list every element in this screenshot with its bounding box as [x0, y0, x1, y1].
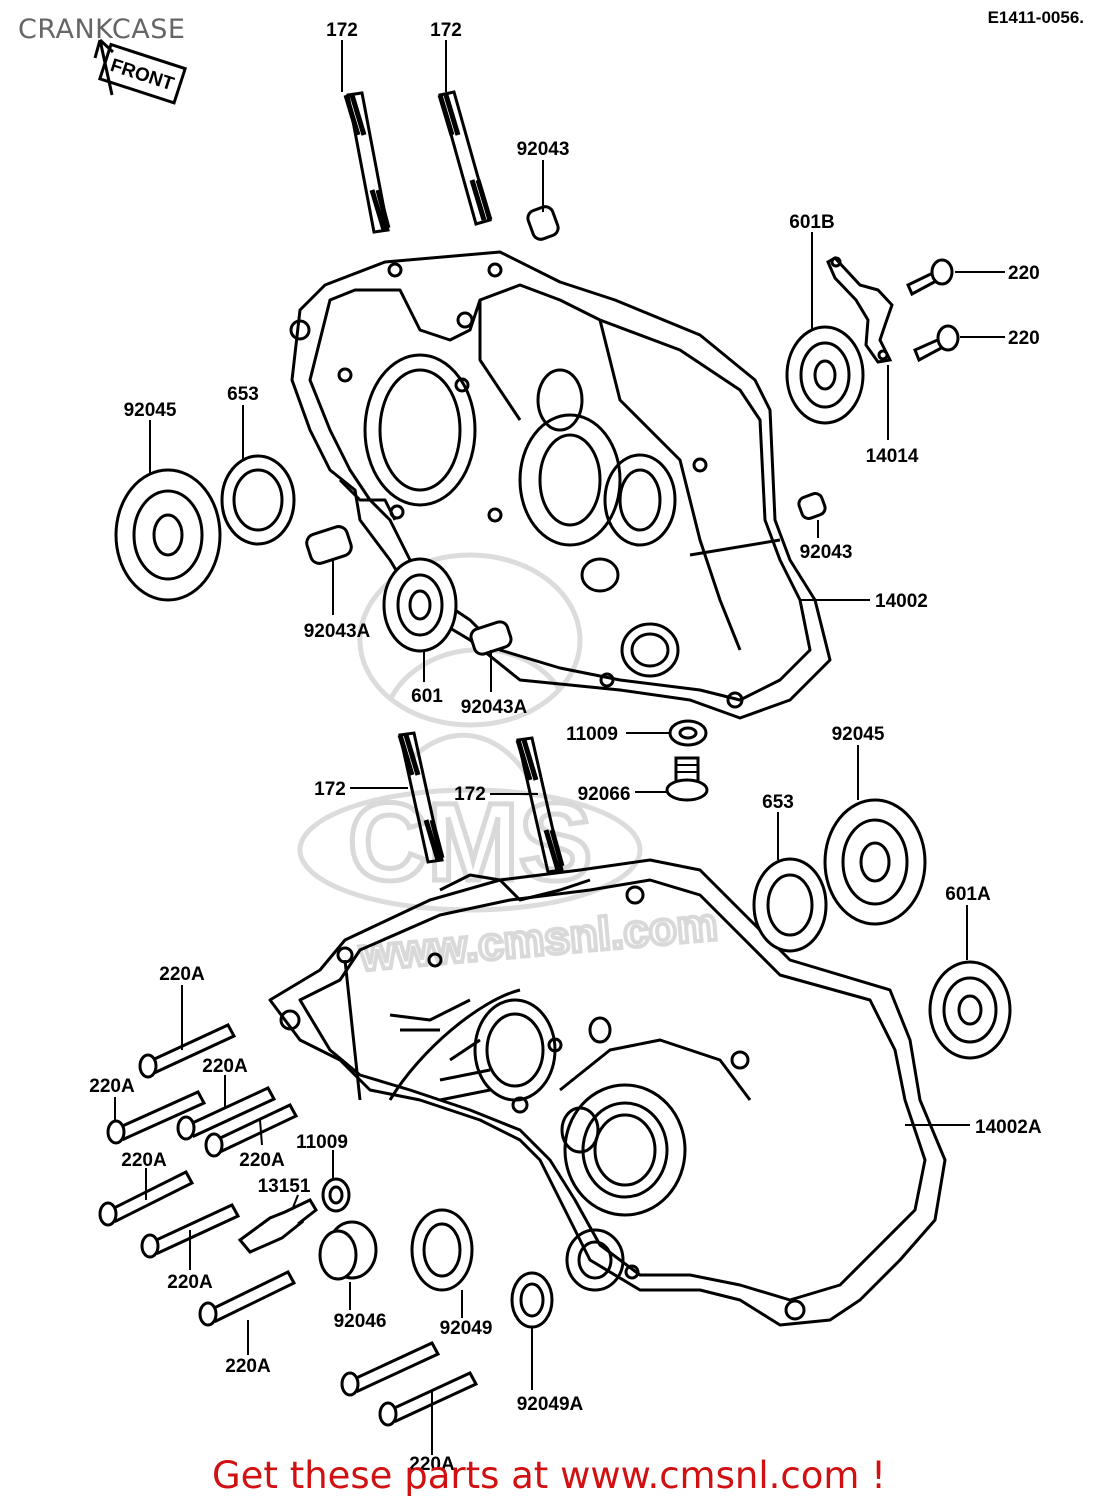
- callout-601a: 601A: [945, 884, 991, 905]
- neutral-switch-13151: [237, 1198, 318, 1254]
- stud-bolt-172-d: [515, 736, 565, 874]
- callout-92045: 92045: [832, 724, 885, 745]
- callout-14014: 14014: [866, 446, 919, 467]
- dowel-pin-92043a-left: [305, 525, 353, 565]
- callout-601: 601: [411, 686, 443, 707]
- callout-92043a: 92043A: [461, 697, 528, 718]
- callout-220a: 220A: [409, 1454, 455, 1475]
- leader-lines: [114, 40, 1005, 1455]
- bolt-220a-group: [98, 1023, 479, 1427]
- callout-11009: 11009: [296, 1132, 348, 1153]
- collar-92046: [318, 1220, 378, 1281]
- bolt-220-b: [913, 324, 960, 363]
- stud-bolt-172-a: [343, 91, 391, 234]
- callout-92043: 92043: [517, 139, 570, 160]
- callout-601b: 601B: [789, 212, 834, 233]
- footer-promo-link[interactable]: Get these parts at www.cmsnl.com !: [211, 1454, 886, 1497]
- callout-172: 172: [314, 779, 346, 800]
- callout-653: 653: [762, 792, 794, 813]
- bearing-92045-right: [823, 798, 927, 926]
- callout-220a: 220A: [89, 1076, 135, 1097]
- bearing-601: [382, 557, 458, 653]
- callout-220a: 220A: [167, 1272, 213, 1293]
- bolt-220-a: [906, 258, 954, 297]
- oil-seal-653-right: [752, 857, 828, 953]
- washer-11009-top: [668, 719, 708, 747]
- callout-172: 172: [430, 20, 462, 41]
- callout-92043a: 92043A: [304, 621, 371, 642]
- diagram-code: E1411-0056.: [987, 8, 1084, 27]
- bearing-601a: [928, 960, 1012, 1060]
- stud-bolt-172-b: [437, 90, 493, 226]
- callout-labels: 172 172 92043 601B 220 220 14014 92045 6…: [89, 20, 1042, 1475]
- callout-172: 172: [454, 784, 486, 805]
- callout-92045: 92045: [124, 400, 177, 421]
- plate-14014: [826, 256, 894, 364]
- callout-220a: 220A: [202, 1056, 248, 1077]
- callout-92046: 92046: [334, 1311, 387, 1332]
- upper-crankcase-half: [289, 250, 832, 720]
- callout-220: 220: [1008, 328, 1040, 349]
- callout-92049: 92049: [440, 1318, 493, 1339]
- callout-14002: 14002: [875, 591, 928, 612]
- callout-220a: 220A: [225, 1356, 271, 1377]
- callout-220: 220: [1008, 263, 1040, 284]
- callout-92066: 92066: [578, 784, 631, 805]
- page-title: CRANKCASE: [18, 14, 186, 45]
- callout-92049a: 92049A: [517, 1394, 584, 1415]
- drain-plug-92066: [665, 756, 709, 802]
- callout-92043: 92043: [800, 542, 853, 563]
- oil-seal-92049a: [510, 1271, 554, 1329]
- bearing-92045-left: [114, 468, 222, 602]
- dowel-pin-92043-right: [797, 492, 827, 520]
- callout-14002a: 14002A: [975, 1117, 1042, 1138]
- bearing-601b: [785, 325, 865, 425]
- front-arrow-icon: [93, 38, 115, 96]
- callout-13151: 13151: [258, 1176, 311, 1197]
- oil-seal-653-left: [220, 454, 296, 546]
- stud-bolt-172-c: [397, 731, 445, 864]
- oil-seal-92049: [410, 1208, 474, 1292]
- callout-220a: 220A: [159, 964, 205, 985]
- callout-653: 653: [227, 384, 259, 405]
- callout-220a: 220A: [239, 1150, 285, 1171]
- callout-11009: 11009: [566, 724, 618, 745]
- dowel-pin-92043a-mid: [469, 620, 513, 656]
- washer-11009-bottom: [321, 1177, 351, 1213]
- dowel-pin-92043-top: [526, 205, 560, 241]
- lower-crankcase-half: [268, 858, 947, 1327]
- callout-172: 172: [326, 20, 358, 41]
- callout-220a: 220A: [121, 1150, 167, 1171]
